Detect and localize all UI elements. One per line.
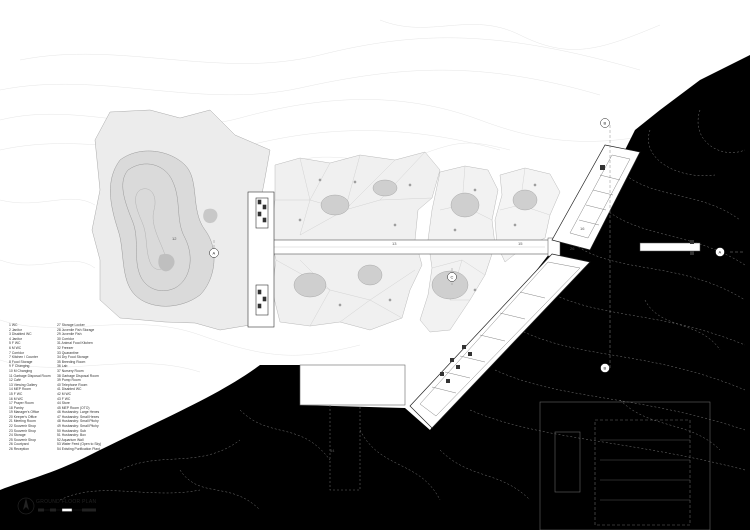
section-marker-left: A	[209, 248, 219, 258]
room-label-base: 54	[330, 448, 335, 453]
room-label-court: 26	[570, 246, 575, 251]
legend-item: 20 Keeper's Office	[9, 414, 37, 419]
north-arrow-icon	[17, 497, 35, 515]
legend-item: 51 Husbandry: Box	[57, 433, 86, 438]
section-marker-top: B	[600, 118, 610, 128]
legend-item: 8 Food Storage	[9, 359, 33, 364]
section-marker-right-label: A	[719, 250, 722, 255]
legend-item: 7 Corridor	[9, 350, 25, 355]
legend-item: 21 Meeting Room	[9, 419, 36, 424]
legend-item: 16 M WC	[9, 396, 24, 401]
legend-item: 12 Café	[9, 378, 21, 383]
legend-item: 32 Freezer	[57, 345, 74, 350]
legend-item: 1 WC	[9, 323, 18, 327]
legend-item: 34 Dry Food Storage	[57, 355, 89, 360]
section-marker-mid-label: C	[451, 275, 454, 280]
legend-item: 13 Viewing Gallery	[9, 382, 38, 387]
legend-item: 11 Garbage Disposal Room	[9, 373, 51, 378]
legend-item: 40 Telephone Room	[57, 382, 88, 387]
legend-item: 22 Souvenir Shop	[9, 424, 36, 429]
section-marker-bottom-label: B	[604, 366, 607, 371]
legend-item: 43 F WC	[57, 396, 71, 401]
legend-item: 26 Reception	[9, 447, 29, 452]
legend-item: 29 Juvenile Fish	[57, 332, 82, 337]
lower-pier	[299, 364, 406, 491]
legend-item: 42 M WC	[57, 391, 72, 396]
legend-item: 24 Storage	[9, 433, 26, 438]
legend-item: 49 Husbandry: Small Pitchy	[57, 424, 99, 429]
legend-item: 14 MEP Room	[9, 387, 31, 392]
legend-item: 39 Pump Room	[57, 378, 81, 383]
legend-item: 7 Kitchen / Counter	[9, 355, 39, 360]
legend-item: 18 Pantry	[9, 405, 24, 410]
legend-item: 36 Lab	[57, 364, 68, 369]
scale-bar-icon	[38, 508, 96, 512]
room-label-hall2: 13	[392, 241, 397, 246]
legend-item: 6 M WC	[9, 345, 22, 350]
section-marker-mid: C	[447, 272, 457, 282]
drawing-title-block: GROUND FLOOR PLAN	[16, 496, 136, 516]
legend-item: 3 Disabled WC	[9, 332, 32, 337]
legend-item: 52 Aquarium Wall	[57, 437, 84, 442]
section-marker-top-label: B	[604, 121, 607, 126]
legend-item: 19 Manager's Office	[9, 410, 40, 415]
room-label-bar: 16	[580, 226, 585, 231]
background-contours	[0, 19, 750, 373]
service-block	[247, 191, 275, 328]
legend-item: 4 Janitor	[9, 336, 23, 341]
legend-item: 9 F Changing	[9, 364, 30, 369]
legend-item: 5 F WC	[9, 341, 21, 346]
legend-item: 53 Water Feed (Open to Sky)	[57, 442, 102, 447]
section-marker-left-label: A	[213, 251, 216, 256]
legend-item: 27 Storage Locker	[57, 323, 85, 327]
legend-item: 48 Husbandry: Small Pitchy	[57, 419, 99, 424]
existing-plant	[539, 401, 711, 530]
legend-item: 47 Husbandry: Small Hexes	[57, 414, 100, 419]
main-bridge	[254, 237, 701, 257]
terrain-contours	[59, 109, 746, 511]
legend-item: 15 F WC	[9, 391, 23, 396]
section-markers: B A C A B	[209, 118, 725, 373]
legend-item: 54 Existing Purification Plant	[57, 447, 100, 452]
room-labels: 12 13 15 16 26 54	[172, 226, 585, 453]
legend-item: 41 Disabled WC	[57, 387, 82, 392]
room-label-bridge: 15	[518, 241, 523, 246]
upper-wing	[551, 144, 641, 251]
legend-item: 33 Quarantine	[57, 350, 79, 355]
section-marker-right: A	[715, 247, 725, 257]
legend-item: 46 Husbandry: Large Hexes	[57, 410, 100, 415]
legend-item: 35 Breeding Room	[57, 359, 86, 364]
legend-item: 50 Husbandry: Sub	[57, 428, 87, 433]
legend-item: 30 Corridor	[57, 336, 74, 341]
pier-posts	[690, 240, 694, 255]
aquarium-zones	[91, 109, 271, 331]
legend-item: 17 Prayer Room	[9, 401, 34, 406]
room-label-hall: 12	[172, 236, 177, 241]
legend-item: 28 Juvenile Fish Storage	[57, 327, 95, 332]
legend-item: 44 Store	[57, 401, 70, 406]
legend-item: 23 Souvenir Shop	[9, 428, 36, 433]
terrain-mass	[0, 55, 750, 530]
legend-item: 45 MEP Room (OTO)	[57, 405, 90, 410]
plan-title: GROUND FLOOR PLAN	[36, 499, 97, 505]
legend-item: 38 Garbage Disposal Room	[57, 373, 99, 378]
legend-item: 2 Janitor	[9, 327, 23, 332]
lower-wing	[409, 253, 591, 429]
legend-item: 26 Courtyard	[9, 442, 29, 447]
legend-item: 31 Animal Food Kitchen	[57, 341, 93, 346]
legend-item: 37 Nursery Room	[57, 368, 84, 373]
section-marker-bottom: B	[600, 363, 610, 373]
legend-item: 25 Souvenir Shop	[9, 437, 36, 442]
legend-item: 10 M Changing	[9, 368, 32, 373]
